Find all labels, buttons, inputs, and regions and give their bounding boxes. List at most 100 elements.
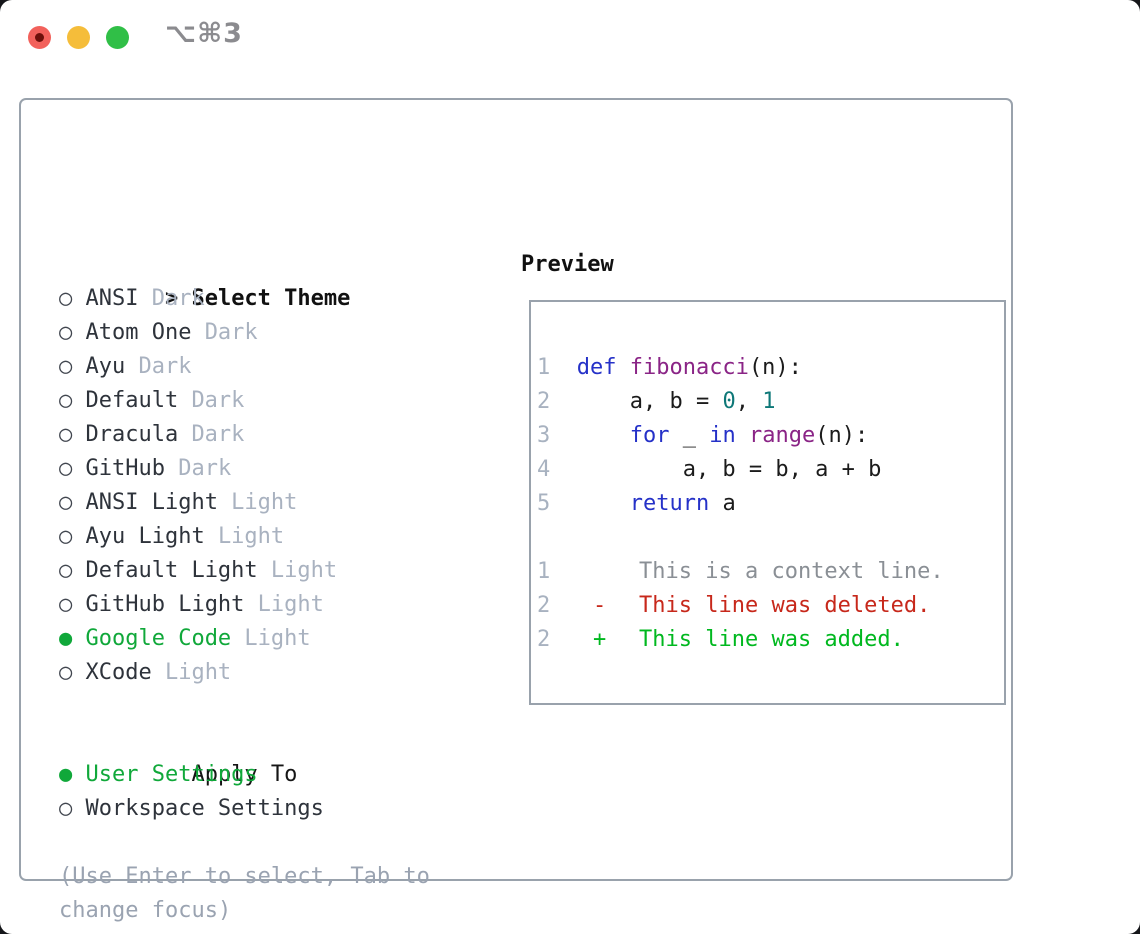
apply-to-header: Apply To	[59, 724, 324, 787]
theme-variant-label: Light	[217, 524, 285, 549]
theme-name: XCode	[85, 660, 152, 685]
help-text: (Use Enter to select, Tab to change focu…	[59, 860, 430, 928]
diff-line-added: 2 + This line was added.	[537, 623, 944, 657]
theme-variant-label: Light	[231, 490, 298, 515]
code-token: a, b = b, a + b	[576, 457, 882, 482]
diff-text: This line was added.	[639, 627, 904, 652]
theme-option-xcode[interactable]: ○ XCode Light	[59, 656, 350, 690]
radio-icon: ○	[59, 388, 73, 413]
radio-icon: ○	[59, 422, 73, 447]
diff-line-number: 1	[537, 559, 551, 584]
apply-option-user-settings[interactable]: ● User Settings	[59, 758, 324, 792]
radio-icon: ○	[59, 354, 73, 379]
apply-option-label: Workspace Settings	[85, 796, 324, 821]
theme-name: GitHub Light	[85, 592, 245, 617]
theme-option-google-code[interactable]: ● Google Code Light	[59, 622, 350, 656]
code-token: range	[748, 423, 816, 448]
theme-variant-label: Light	[244, 626, 311, 651]
radio-icon: ○	[59, 796, 73, 821]
theme-list-header: > Select Theme	[59, 248, 350, 311]
theme-name: ANSI Light	[85, 490, 218, 515]
diff-line-number: 2	[537, 627, 551, 652]
code-line: 5 return a	[537, 487, 881, 521]
theme-name: Default	[85, 388, 179, 413]
code-token: 1	[762, 389, 776, 414]
theme-name: Dracula	[85, 422, 179, 447]
zoom-button[interactable]	[106, 26, 129, 49]
theme-list-title: Select Theme	[191, 286, 351, 311]
theme-variant-label: Light	[270, 558, 338, 583]
close-button[interactable]	[28, 26, 51, 49]
code-line-number: 4	[537, 457, 551, 482]
theme-name: Ayu	[85, 354, 126, 379]
code-token: def	[576, 355, 630, 380]
minimize-button[interactable]	[67, 26, 90, 49]
help-line-1: (Use Enter to select, Tab to	[59, 864, 430, 889]
theme-option-dracula[interactable]: ○ Dracula Dark	[59, 418, 350, 452]
apply-option-label: User Settings	[85, 762, 258, 787]
radio-icon: ○	[59, 490, 73, 515]
diff-marker-icon	[593, 555, 639, 589]
diff-text: This line was deleted.	[639, 593, 931, 618]
diff-marker-icon: +	[593, 627, 607, 652]
code-line-number: 3	[537, 423, 551, 448]
code-token: a	[709, 491, 736, 516]
diff-text: This is a context line.	[639, 559, 944, 584]
code-line: 4 a, b = b, a + b	[537, 453, 881, 487]
diff-line-number: 2	[537, 593, 551, 618]
prompt-caret-icon: >	[164, 286, 179, 311]
theme-option-default[interactable]: ○ Default Dark	[59, 384, 350, 418]
keyboard-shortcut-label: ⌥⌘3	[165, 18, 243, 49]
preview-diff: 1 This is a context line.2-This line was…	[537, 555, 944, 657]
radio-icon: ○	[59, 558, 73, 583]
theme-name: GitHub	[85, 456, 165, 481]
code-line: 3 for _ in range(n):	[537, 419, 881, 453]
apply-option-workspace-settings[interactable]: ○ Workspace Settings	[59, 792, 324, 826]
theme-option-github-light[interactable]: ○ GitHub Light Light	[59, 588, 350, 622]
close-dot-icon	[35, 33, 44, 42]
radio-icon: ○	[59, 592, 73, 617]
theme-variant-label: Dark	[204, 320, 258, 345]
code-token: (n):	[748, 355, 802, 380]
theme-variant-label: Light	[257, 592, 324, 617]
theme-variant-label: Dark	[191, 422, 245, 447]
diff-line-context: 1 This is a context line.	[537, 555, 944, 589]
theme-variant-label: Dark	[191, 388, 245, 413]
code-line: 2 a, b = 0, 1	[537, 385, 881, 419]
code-token: fibonacci	[629, 355, 749, 380]
theme-name: Google Code	[85, 626, 232, 651]
theme-name: ANSI	[85, 286, 139, 311]
apply-to-section: Apply To ● User Settings ○ Workspace Settin…	[59, 724, 324, 826]
code-token	[736, 423, 749, 448]
code-token: _	[669, 423, 710, 448]
preview-title: Preview	[521, 252, 614, 277]
theme-variant-label: Light	[164, 660, 232, 685]
apply-to-title: Apply To	[191, 762, 298, 787]
code-token	[577, 423, 630, 448]
code-line-number: 5	[537, 491, 551, 516]
help-line-2: change focus)	[59, 898, 232, 923]
radio-selected-icon: ●	[59, 626, 73, 651]
radio-selected-icon: ●	[59, 762, 73, 787]
titlebar: ⌥⌘3	[0, 0, 1140, 70]
radio-icon: ○	[59, 320, 73, 345]
theme-name: Ayu Light	[85, 524, 205, 549]
theme-option-ansi-light[interactable]: ○ ANSI Light Light	[59, 486, 350, 520]
code-token: in	[709, 423, 736, 448]
radio-icon: ○	[59, 456, 73, 481]
radio-icon: ○	[59, 660, 73, 685]
theme-option-atom-one[interactable]: ○ Atom One Dark	[59, 316, 350, 350]
theme-variant-label: Dark	[151, 286, 205, 311]
theme-name: Atom One	[85, 320, 192, 345]
code-token: return	[629, 491, 710, 516]
